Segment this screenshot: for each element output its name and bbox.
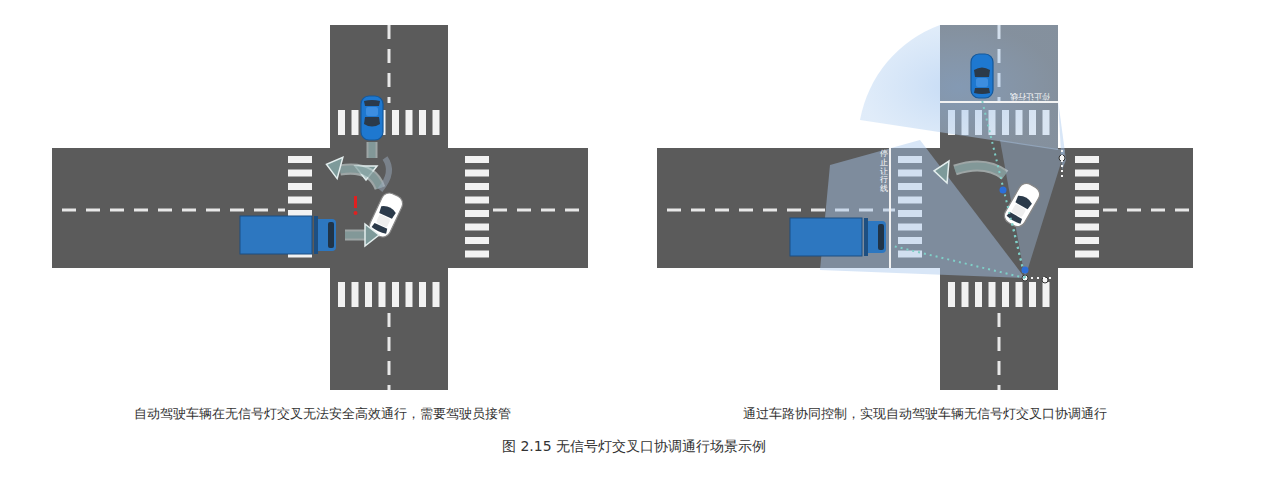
road-marking-text: 停止让行线 bbox=[1010, 91, 1050, 101]
sensor-coverage bbox=[1000, 140, 1065, 278]
crosswalk bbox=[948, 282, 955, 307]
crosswalk bbox=[1075, 197, 1099, 204]
stop-line bbox=[889, 148, 891, 268]
motion-arrow bbox=[369, 142, 376, 158]
lane-marking bbox=[493, 209, 588, 212]
road bbox=[52, 148, 588, 268]
crosswalk bbox=[1002, 282, 1009, 307]
crosswalk bbox=[379, 282, 386, 307]
crosswalk bbox=[433, 282, 440, 307]
sensor-coverage bbox=[820, 140, 1025, 278]
crosswalk bbox=[1075, 210, 1099, 217]
crosswalk bbox=[1075, 224, 1099, 231]
lane-marking bbox=[62, 209, 285, 212]
arrow-head bbox=[365, 224, 379, 246]
crosswalk bbox=[288, 183, 312, 190]
v2x-link bbox=[982, 100, 1025, 278]
crosswalk bbox=[392, 282, 399, 307]
arrow-head bbox=[933, 160, 949, 183]
crosswalk bbox=[1075, 237, 1099, 244]
crosswalk bbox=[1016, 282, 1023, 307]
crosswalk bbox=[433, 110, 440, 135]
stop-line bbox=[940, 101, 1058, 103]
crosswalk bbox=[288, 197, 312, 204]
crosswalk bbox=[975, 282, 982, 307]
crosswalk bbox=[352, 110, 359, 135]
crosswalk bbox=[406, 282, 413, 307]
crosswalk bbox=[419, 110, 426, 135]
car bbox=[971, 54, 993, 98]
crosswalk bbox=[465, 170, 489, 177]
crosswalk bbox=[1075, 183, 1099, 190]
crosswalk bbox=[1029, 282, 1036, 307]
crosswalk bbox=[989, 282, 996, 307]
warning-mark bbox=[354, 196, 357, 208]
car bbox=[1001, 180, 1042, 229]
crosswalk bbox=[352, 282, 359, 307]
crosswalk bbox=[1075, 156, 1099, 163]
crosswalk bbox=[962, 282, 969, 307]
crosswalk bbox=[1075, 251, 1099, 258]
crosswalk bbox=[365, 282, 372, 307]
motion-arrow bbox=[340, 169, 380, 188]
lane-marking bbox=[1103, 209, 1193, 212]
crosswalk bbox=[338, 282, 345, 307]
motion-arrow bbox=[367, 142, 378, 158]
lane-marking bbox=[388, 313, 391, 390]
sensor-coverage bbox=[860, 25, 1058, 150]
motion-arrow bbox=[340, 169, 380, 188]
crosswalk bbox=[465, 156, 489, 163]
v2x-link bbox=[893, 246, 1025, 278]
car bbox=[361, 96, 383, 140]
truck bbox=[790, 218, 886, 256]
crosswalk bbox=[465, 224, 489, 231]
arrow-head bbox=[324, 154, 343, 179]
motion-arrow bbox=[345, 232, 365, 239]
crosswalk bbox=[392, 110, 399, 135]
crosswalk bbox=[1043, 282, 1050, 307]
crosswalk bbox=[1075, 170, 1099, 177]
crosswalk bbox=[288, 170, 312, 177]
crosswalk bbox=[465, 251, 489, 258]
lane-marking bbox=[998, 313, 1001, 390]
subfigure-caption: 通过车路协同控制，实现自动驾驶车辆无信号灯交叉口协调通行 bbox=[743, 406, 1107, 422]
crosswalk bbox=[465, 197, 489, 204]
truck bbox=[240, 216, 336, 254]
crosswalk bbox=[465, 237, 489, 244]
road-marking-text: 停止让行线 bbox=[880, 150, 888, 194]
crosswalk bbox=[465, 210, 489, 217]
crosswalk bbox=[338, 110, 345, 135]
lane-marking bbox=[388, 25, 391, 103]
crosswalk bbox=[419, 282, 426, 307]
crosswalk bbox=[465, 183, 489, 190]
warning-mark bbox=[354, 211, 358, 215]
crosswalk bbox=[288, 156, 312, 163]
crosswalk bbox=[406, 110, 413, 135]
figure-caption: 图 2.15 无信号灯交叉口协调通行场景示例 bbox=[502, 438, 766, 455]
motion-arrow bbox=[345, 230, 365, 241]
subfigure-caption: 自动驾驶车辆在无信号灯交叉无法安全高效通行，需要驾驶员接管 bbox=[134, 406, 511, 422]
